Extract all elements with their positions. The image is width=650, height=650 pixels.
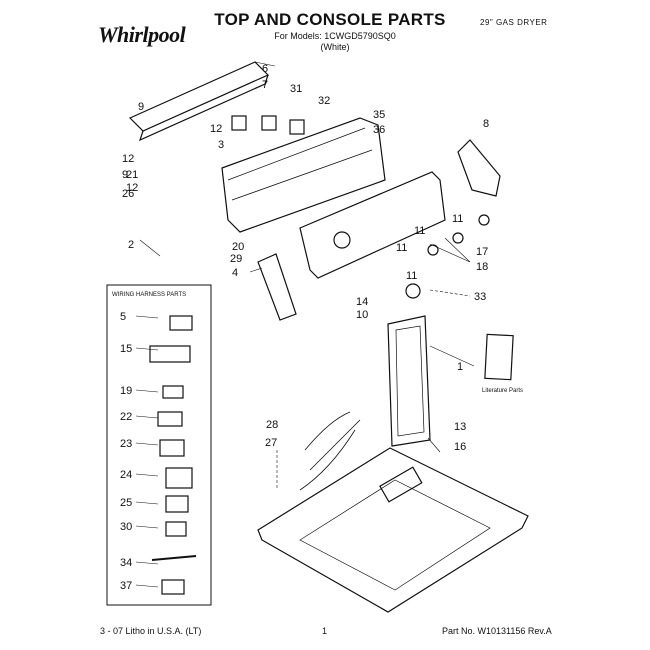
harness-callout-24: 24 [120, 469, 132, 481]
part-32 [289, 119, 305, 135]
harness-leader-line [135, 442, 159, 446]
timer-knob-hole [333, 231, 351, 249]
console-front [299, 171, 446, 279]
callout-9: 9 [138, 101, 144, 113]
end-cap [457, 139, 501, 197]
wiring-box-title: WIRING HARNESS PARTS [112, 292, 186, 298]
callout-35: 35 [373, 109, 385, 121]
callout-12: 12 [126, 182, 138, 194]
callout-11: 11 [414, 225, 425, 237]
callout-1: 1 [457, 361, 463, 373]
page-title: TOP AND CONSOLE PARTS [214, 10, 446, 29]
callout-26: 26 [122, 188, 134, 200]
callout-36: 36 [373, 124, 385, 136]
model-info: For Models: 1CWGD5790SQ0 (White) [240, 31, 430, 53]
callout-18: 18 [476, 261, 488, 273]
callout-11: 11 [396, 242, 407, 254]
harness-callout-23: 23 [120, 438, 132, 450]
callout-33: 33 [474, 291, 486, 303]
callout-31: 31 [290, 83, 302, 95]
lint-slot [379, 466, 423, 503]
harness-leader-line [135, 389, 159, 393]
model-color: (White) [320, 42, 350, 52]
harness-leader-line [135, 347, 159, 351]
harness-callout-22: 22 [120, 411, 132, 423]
model-number: For Models: 1CWGD5790SQ0 [274, 31, 396, 41]
literature-label: Literature Parts [482, 388, 523, 394]
callout-3: 3 [218, 139, 224, 151]
callout-20: 20 [232, 241, 244, 253]
control-panel-back [221, 117, 386, 233]
product-type: 29" GAS DRYER [480, 18, 548, 27]
callout-10: 10 [356, 309, 368, 321]
harness-callout-30: 30 [120, 521, 132, 533]
callout-16: 16 [454, 441, 466, 453]
knob-33 [405, 283, 421, 299]
callout-14: 14 [356, 296, 368, 308]
callout-8: 8 [483, 118, 489, 130]
callout-29: 29 [230, 253, 242, 265]
harness-callout-15: 15 [120, 343, 132, 355]
harness-callout-5: 5 [120, 311, 126, 323]
callout-4: 4 [232, 267, 238, 279]
callout-13: 13 [454, 421, 466, 433]
callout-28: 28 [266, 419, 278, 431]
callout-27: 27 [265, 437, 277, 449]
footer-part-number: Part No. W10131156 Rev.A [442, 626, 552, 636]
callout-17: 17 [476, 246, 488, 258]
harness-leader-line [135, 415, 159, 419]
footer-litho: 3 - 07 Litho in U.S.A. (LT) [100, 626, 202, 636]
rear-bracket-edge [138, 74, 269, 142]
literature-booklet [484, 333, 514, 381]
callout-12: 12 [210, 123, 222, 135]
harness-number-layer: 5 15 19 22 23 24 25 30 34 37 [120, 311, 159, 592]
bracket-4 [257, 253, 297, 321]
callout-9: 9 [122, 169, 128, 181]
harness-leader-line [135, 584, 159, 588]
rear-bracket [128, 61, 270, 132]
callout-21: 21 [126, 169, 138, 181]
wiring-harness-box [106, 284, 212, 606]
footer-page-number: 1 [322, 626, 328, 636]
top-panel [257, 447, 529, 613]
whirlpool-logo: Whirlpool [98, 22, 186, 47]
harness-callout-25: 25 [120, 497, 132, 509]
harness-leader-line [135, 315, 159, 319]
harness-leader-line [135, 525, 159, 529]
callout-2: 2 [128, 239, 134, 251]
harness-leader-line [135, 501, 159, 505]
harness-leader-line [135, 473, 159, 477]
part-31 [261, 115, 277, 131]
callout-6: 6 [262, 63, 268, 75]
callout-11: 11 [406, 270, 417, 282]
harness-leader-line [135, 561, 159, 565]
harness-callout-19: 19 [120, 385, 132, 397]
part-7 [231, 115, 247, 131]
callout-7: 7 [262, 79, 268, 91]
callout-32: 32 [318, 95, 330, 107]
harness-callout-34: 34 [120, 557, 132, 569]
callout-12: 12 [122, 153, 134, 165]
callout-11: 11 [452, 213, 463, 225]
harness-callout-37: 37 [120, 580, 132, 592]
